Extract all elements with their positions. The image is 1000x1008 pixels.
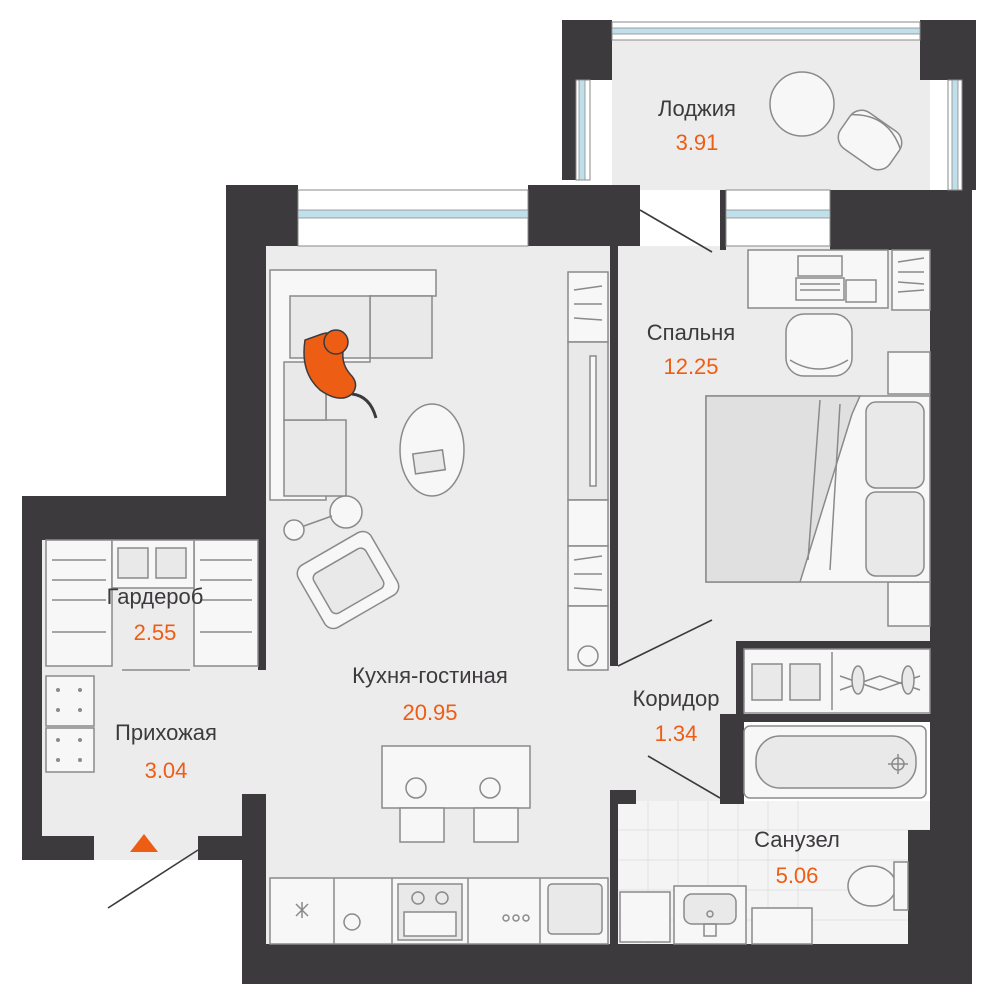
desk-chair-icon: [785, 313, 853, 377]
cat-icon: [303, 329, 378, 419]
washing-machine: [751, 907, 813, 945]
armchair-icon: [837, 109, 903, 171]
armchair-icon: [296, 530, 400, 630]
stove-icon: [397, 883, 463, 941]
bathtub-icon: [743, 725, 927, 799]
windows: [297, 21, 963, 247]
room-name-corridor: Коридор: [633, 686, 720, 711]
room-name-wardrobe: Гардероб: [107, 584, 204, 609]
dining-table-icon: [381, 745, 531, 843]
doors: [107, 209, 721, 909]
room-area-wardrobe: 2.55: [134, 620, 177, 645]
door-entrance: [107, 849, 199, 909]
nightstand-top: [887, 351, 931, 395]
bookshelf-bedroom: [891, 249, 931, 311]
kitchen-living-furniture: [269, 269, 609, 945]
bedroom-furniture: [705, 249, 931, 627]
room-name-hallway: Прихожая: [115, 720, 217, 745]
wardrobe-furniture: [45, 539, 259, 667]
toilet-icon: [847, 861, 909, 911]
laptop-icon: [795, 255, 845, 301]
corridor-wardrobe: [743, 648, 931, 714]
triangle-entrance-icon: [130, 834, 158, 852]
room-area-hallway: 3.04: [145, 758, 188, 783]
room-area-loggia: 3.91: [676, 130, 719, 155]
room-area-bathroom: 5.06: [776, 863, 819, 888]
loggia-furniture: [769, 71, 903, 171]
room-labels: Лоджия 3.91 Спальня 12.25 Кухня-гостиная…: [107, 96, 840, 888]
walls: [22, 20, 976, 984]
room-area-corridor: 1.34: [655, 721, 698, 746]
snowflake-icon: [295, 902, 309, 918]
floor-lamp-icon: [283, 495, 363, 541]
room-area-bedroom: 12.25: [663, 354, 718, 379]
mousepad: [845, 279, 877, 303]
bathroom-fixtures: [619, 725, 927, 945]
tv-wall-unit: [567, 271, 609, 671]
kitchen-sink-icon: [547, 883, 603, 935]
bed-icon: [705, 395, 931, 583]
sink-icon: [673, 885, 747, 945]
door-loggia: [639, 209, 713, 253]
room-name-bathroom: Санузел: [754, 827, 840, 852]
kitchen-counter: [269, 877, 609, 945]
coffee-table: [399, 403, 465, 497]
round-table-icon: [769, 71, 835, 137]
nightstand-bottom: [887, 581, 931, 627]
room-name-loggia: Лоджия: [658, 96, 736, 121]
room-area-kitchen-living: 20.95: [402, 700, 457, 725]
room-name-kitchen-living: Кухня-гостиная: [352, 663, 508, 688]
room-name-bedroom: Спальня: [647, 320, 735, 345]
hallway-cabinet: [45, 675, 95, 773]
bath-shelf: [619, 891, 671, 943]
door-bathroom: [647, 755, 721, 799]
door-bedroom: [617, 619, 713, 667]
